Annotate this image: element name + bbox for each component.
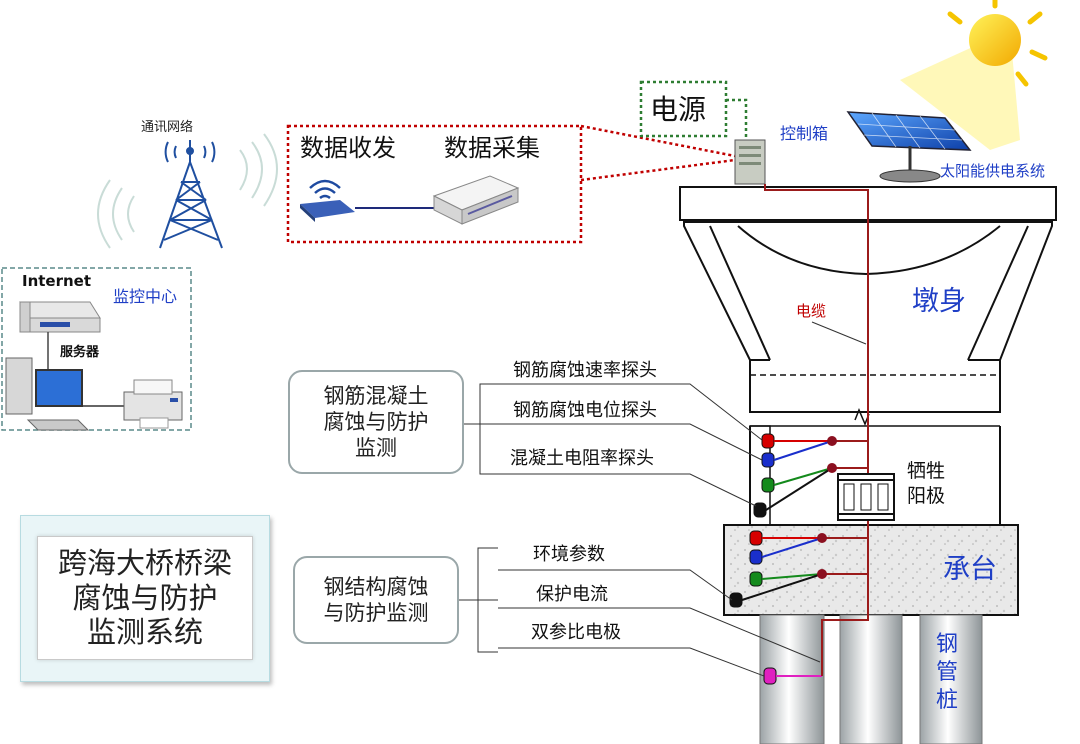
steel-item-3: 双参比电极 <box>531 622 621 643</box>
monitor-center-label: 监控中心 <box>113 287 178 306</box>
steel-monitoring-box: 钢结构腐蚀 与防护监测 <box>293 556 459 644</box>
title-card: 跨海大桥桥梁 腐蚀与防护 监测系统 <box>37 536 253 660</box>
pile-label-3: 桩 <box>936 688 959 713</box>
control-box-label: 控制箱 <box>780 124 829 143</box>
pile-cap <box>723 524 1019 616</box>
sacrificial-anode-icon <box>837 473 895 521</box>
concrete-item-1: 钢筋腐蚀速率探头 <box>513 360 657 381</box>
steel-bracket <box>458 547 821 677</box>
concrete-item-2: 钢筋腐蚀电位探头 <box>513 400 657 421</box>
concrete-bracket <box>462 383 763 507</box>
steel-item-1: 环境参数 <box>533 544 605 565</box>
power-box-border <box>639 80 728 138</box>
concrete-box-line-3: 监测 <box>355 436 397 461</box>
data-acquisition-label: 数据采集 <box>444 134 540 162</box>
printer-icon <box>123 379 183 429</box>
data-box-border <box>286 124 583 244</box>
control-box-icon <box>734 139 766 185</box>
title-line-1: 跨海大桥桥梁 <box>57 545 232 580</box>
power-label: 电源 <box>650 93 707 126</box>
signal-waves-icon <box>97 133 278 249</box>
anode-label-2: 阳极 <box>907 485 946 507</box>
solar-panel-icon <box>846 111 972 183</box>
title-line-3: 监测系统 <box>86 615 203 650</box>
computer-icon <box>5 357 90 431</box>
pile-middle <box>839 614 903 744</box>
cable-leader <box>811 321 867 345</box>
data-transceiver-label: 数据收发 <box>300 134 396 162</box>
title-line-2: 腐蚀与防护 <box>72 580 218 615</box>
pier-label: 墩身 <box>912 286 966 317</box>
concrete-monitoring-box: 钢筋混凝土 腐蚀与防护 监测 <box>288 370 464 474</box>
cap-probes <box>729 530 868 608</box>
pile-cap-label: 承台 <box>943 554 997 585</box>
concrete-box-line-2: 腐蚀与防护 <box>323 409 429 434</box>
router-icon <box>300 179 355 222</box>
server-icon <box>19 301 101 333</box>
concrete-item-3: 混凝土电阻率探头 <box>510 448 654 469</box>
pile-right <box>919 614 983 744</box>
steel-box-line-1: 钢结构腐蚀 <box>323 574 429 599</box>
steel-item-2: 保护电流 <box>536 584 608 605</box>
pile-label-1: 钢 <box>936 632 959 657</box>
cable-label: 电缆 <box>796 302 827 320</box>
pile-label-2: 管 <box>936 660 959 685</box>
data-acquisition-icon <box>432 175 520 225</box>
sun-icon <box>900 0 1048 150</box>
monitor-center-border <box>1 267 192 431</box>
solar-label: 太阳能供电系统 <box>940 162 1046 180</box>
title-panel: 跨海大桥桥梁 腐蚀与防护 监测系统 <box>20 515 270 682</box>
anode-label-1: 牺牲 <box>907 460 946 482</box>
main-cable <box>764 184 869 665</box>
reference-electrode-icon <box>763 665 823 685</box>
server-label: 服务器 <box>60 345 100 360</box>
internet-label: Internet <box>22 272 92 290</box>
network-label: 通讯网络 <box>141 120 194 135</box>
tower-icon <box>159 140 223 249</box>
concrete-box-line-1: 钢筋混凝土 <box>323 383 429 408</box>
steel-box-line-2: 与防护监测 <box>323 601 429 625</box>
